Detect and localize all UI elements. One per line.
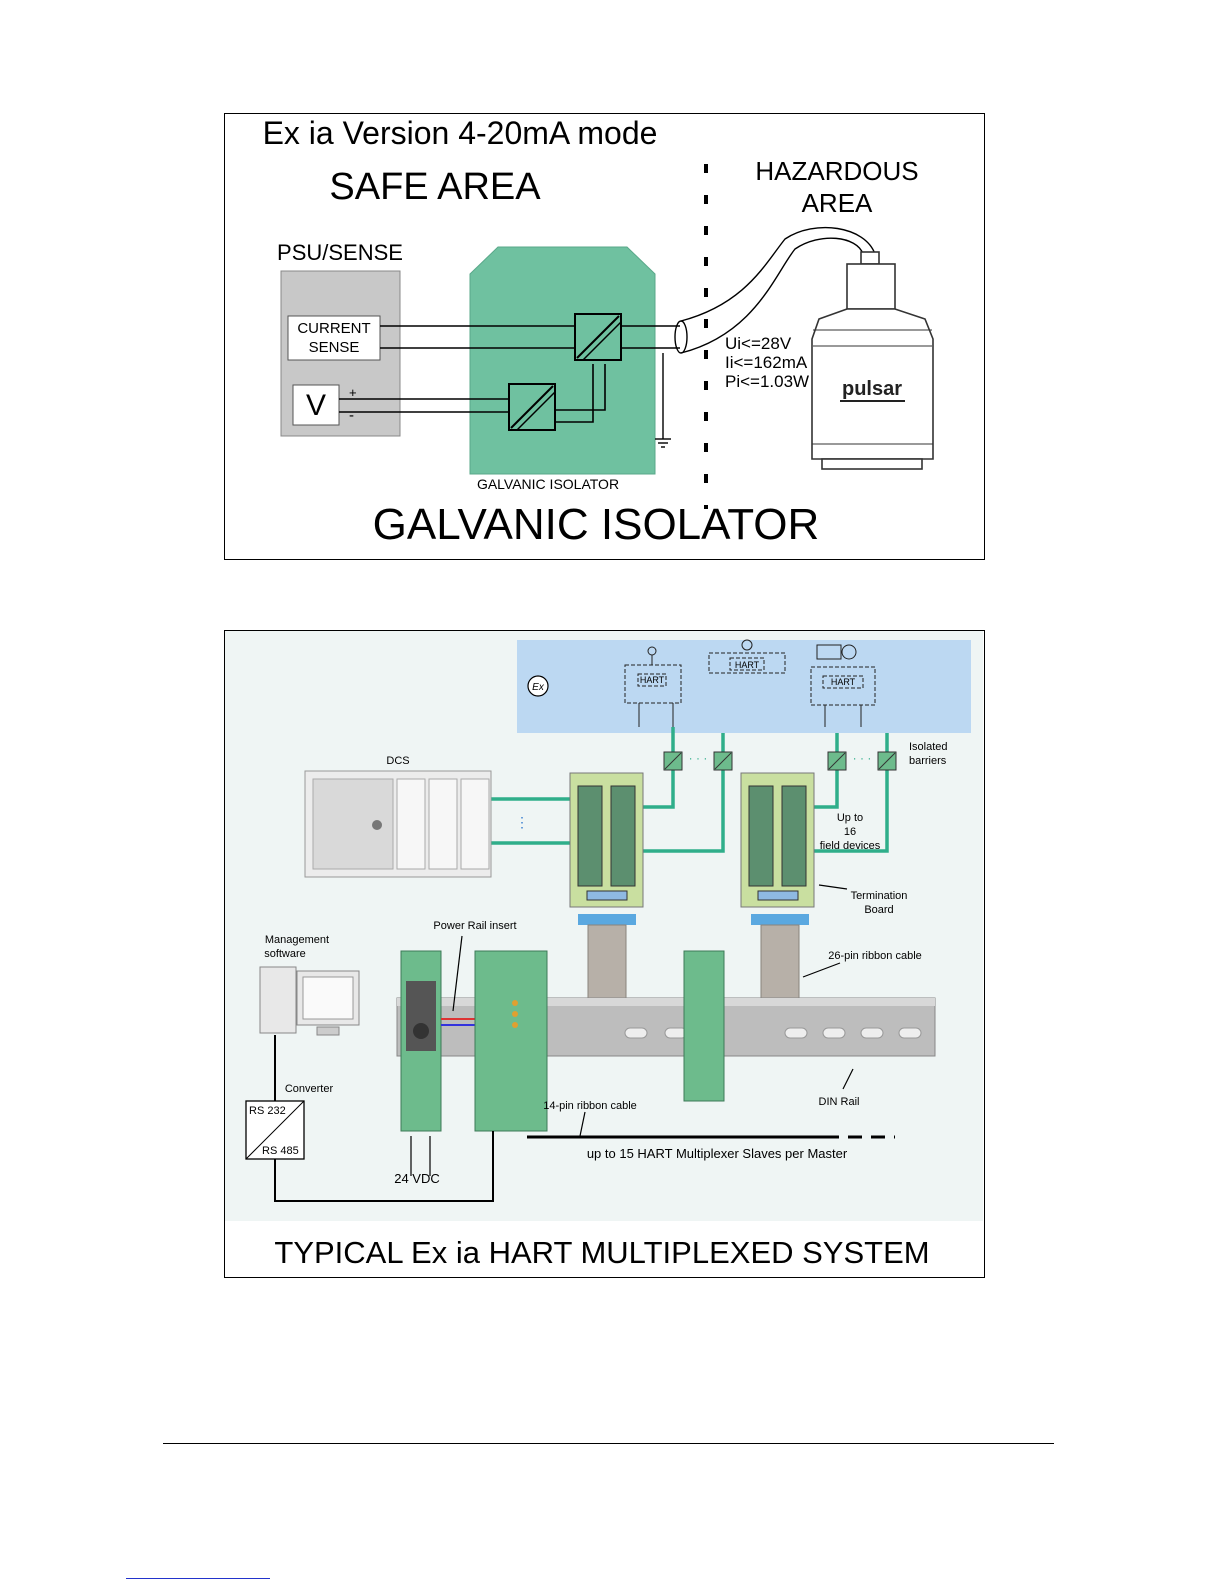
pulsar-transducer	[811, 251, 934, 470]
footer-link-underline	[126, 1578, 270, 1579]
isolation-transformer-1	[574, 313, 622, 361]
fig1-caption: GALVANIC ISOLATOR	[373, 500, 820, 549]
upto16-line2: 16	[844, 826, 856, 838]
hart-multiplexed-system-diagram: Ex HART HART HART ·	[224, 630, 985, 1278]
field-device-2	[708, 652, 786, 674]
ribbon14-arrow	[579, 1111, 586, 1137]
voltage-symbol: V	[306, 389, 326, 422]
field-device-3-leads	[816, 644, 862, 727]
hazardous-zone	[517, 640, 971, 733]
rs232-rs485-converter	[245, 1100, 305, 1160]
isolation-transformer-2	[508, 383, 556, 431]
svg-text:· · ·: · · ·	[689, 751, 708, 765]
ii-rating: Ii<=162mA	[725, 353, 808, 372]
current-sense-label-2: SENSE	[309, 339, 360, 356]
minus-terminal: -	[349, 407, 354, 424]
hazardous-label-line1: HAZARDOUS	[755, 156, 918, 186]
plus-terminal: +	[349, 385, 357, 400]
ribbon26-label: 26-pin ribbon cable	[828, 950, 922, 962]
fig1-title: Ex ia Version 4-20mA mode	[263, 115, 658, 151]
ui-rating: Ui<=28V	[725, 334, 792, 353]
power-rail-arrow	[452, 935, 463, 1012]
dcs-link-dots: ⋮	[515, 814, 529, 830]
field-device-1	[624, 664, 682, 704]
pulsar-logo: pulsar	[842, 378, 902, 400]
field-device-1-leads	[638, 646, 674, 727]
power-rail-label: Power Rail insert	[433, 920, 516, 932]
din-rail-label: DIN Rail	[819, 1096, 860, 1108]
vdc-supply-arrows	[410, 1136, 431, 1176]
wiring	[339, 325, 680, 423]
hart-label-3: HART	[831, 677, 856, 687]
galvanic-isolator-svg: Ex ia Version 4-20mA mode SAFE AREA HAZA…	[263, 115, 934, 549]
green-cables	[491, 727, 889, 853]
current-sense-label-1: CURRENT	[297, 320, 370, 337]
sensor-cable	[655, 226, 876, 448]
mgmt-label-2: software	[264, 948, 306, 960]
hart-label-1: HART	[640, 675, 665, 685]
power-rail-insert	[400, 950, 480, 1132]
hart-system-svg: Ex HART HART HART ·	[225, 631, 983, 1270]
ex-symbol-label: Ex	[532, 682, 545, 693]
rs232-label: RS 232	[249, 1105, 286, 1117]
current-sense-box	[287, 315, 381, 361]
ribbon14-label: 14-pin ribbon cable	[543, 1100, 637, 1112]
field-device-3	[810, 666, 876, 706]
pi-rating: Pi<=1.03W	[725, 372, 809, 391]
vdc-label: 24 VDC	[394, 1171, 440, 1186]
psu-label: PSU/SENSE	[277, 240, 403, 265]
dcs-rack	[304, 770, 492, 878]
termination-board-2	[740, 772, 815, 908]
termination-label-2: Board	[864, 904, 893, 916]
hart-multiplexer-slave	[683, 950, 725, 1102]
ex-symbol-icon	[527, 675, 549, 697]
rs485-bus	[274, 1035, 494, 1202]
dcs-label: DCS	[386, 755, 409, 767]
termination-arrow	[818, 884, 848, 890]
isolated-label-2: barriers	[909, 755, 947, 767]
hart-multiplexer-master	[474, 950, 548, 1132]
galvanic-isolator-body	[469, 246, 656, 475]
footer-rule	[163, 1443, 1054, 1444]
svg-text:· · ·: · · ·	[853, 751, 872, 765]
management-pc	[259, 966, 360, 1036]
termination-label-1: Termination	[851, 890, 908, 902]
upto16-line3: field devices	[820, 840, 881, 852]
termination-board-1	[569, 772, 644, 908]
hart-label-2: HART	[735, 660, 760, 670]
voltage-box	[292, 384, 340, 426]
rs485-label: RS 485	[262, 1145, 299, 1157]
isolated-barriers: · · · · · ·	[663, 751, 897, 771]
galvanic-isolator-diagram: Ex ia Version 4-20mA mode SAFE AREA HAZA…	[224, 113, 985, 560]
upto16-line1: Up to	[837, 812, 863, 824]
isolated-label-1: Isolated	[909, 741, 948, 753]
upto15-label: up to 15 HART Multiplexer Slaves per Mas…	[587, 1146, 848, 1161]
fig2-caption: TYPICAL Ex ia HART MULTIPLEXED SYSTEM	[274, 1235, 929, 1270]
din-rail-arrow	[842, 1068, 854, 1090]
safe-area-label: SAFE AREA	[329, 166, 541, 208]
converter-label: Converter	[285, 1083, 334, 1095]
mgmt-label-1: Management	[265, 934, 329, 946]
hazardous-label-line2: AREA	[802, 188, 873, 218]
ribbon26-arrow	[802, 962, 841, 978]
galvanic-isolator-small-label: GALVANIC ISOLATOR	[477, 476, 619, 492]
field-device-2-gauge	[741, 639, 753, 651]
